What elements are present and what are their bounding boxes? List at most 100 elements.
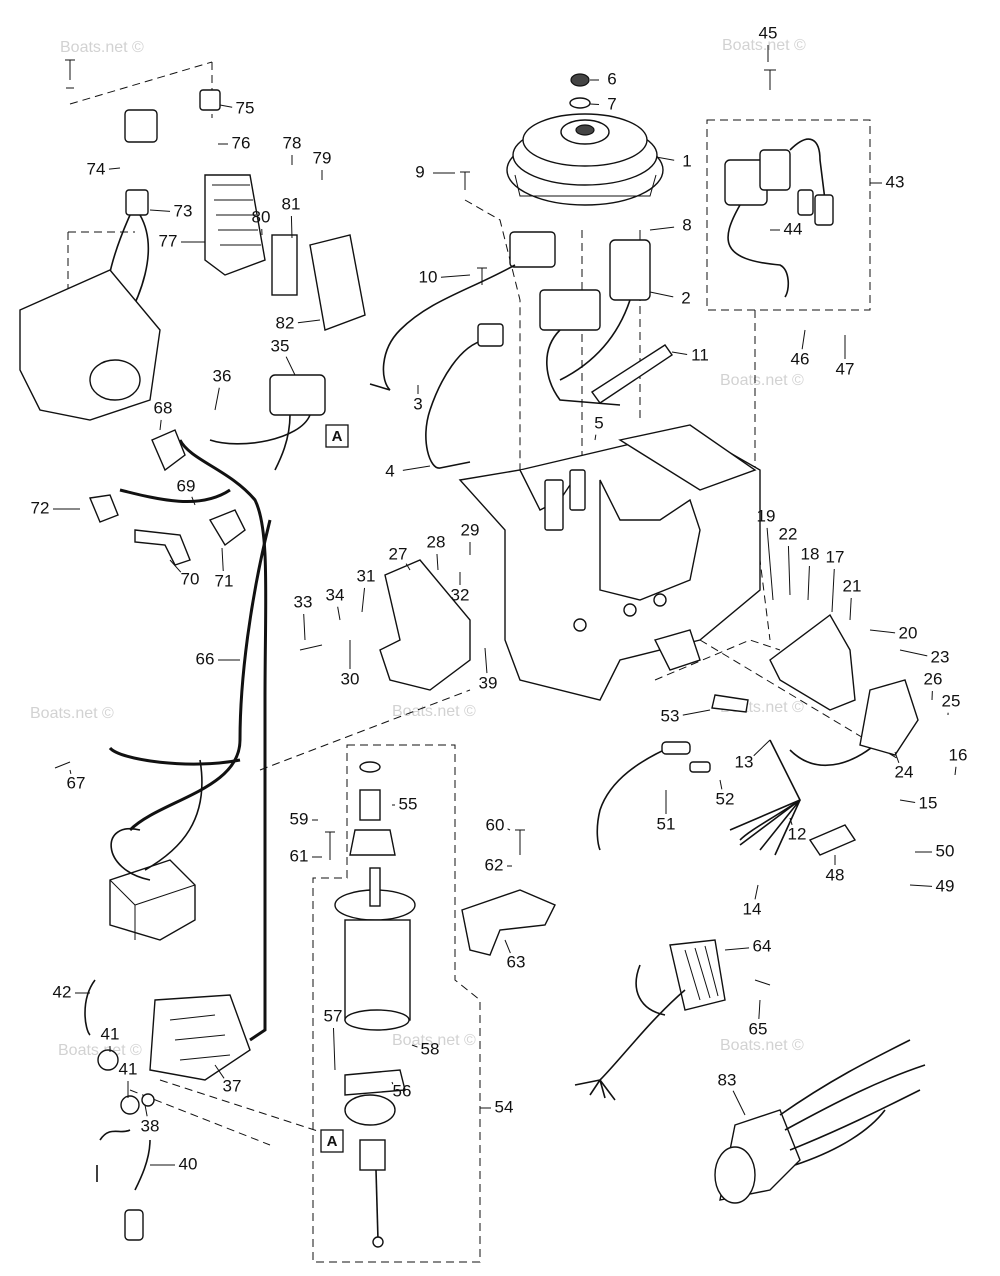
part-number-2: 2	[681, 288, 690, 307]
flywheel-washer	[569, 97, 591, 109]
regulator-cover	[309, 234, 366, 331]
part-number-8: 8	[682, 215, 691, 234]
leader-line-56	[391, 1081, 394, 1085]
leader-line-75	[219, 104, 233, 108]
leader-line-16	[954, 766, 957, 776]
terminal-boot-72	[89, 494, 119, 523]
part-number-3: 3	[413, 394, 422, 413]
part-number-41: 41	[119, 1059, 138, 1078]
part-number-71: 71	[215, 571, 234, 590]
leader-line-28	[436, 553, 439, 571]
part-number-40: 40	[179, 1154, 198, 1173]
part-number-77: 77	[159, 231, 178, 250]
fuse-block	[84, 979, 251, 1241]
part-number-68: 68	[154, 398, 173, 417]
part-number-43: 43	[886, 172, 905, 191]
part-number-82: 82	[276, 313, 295, 332]
leader-line-1	[655, 156, 675, 161]
callout-box-text: A	[332, 428, 343, 445]
part-number-45: 45	[759, 23, 778, 42]
leader-line-11	[671, 351, 688, 355]
part-number-9: 9	[415, 162, 424, 181]
part-number-23: 23	[931, 647, 950, 666]
part-number-59: 59	[290, 809, 309, 828]
part-number-37: 37	[223, 1076, 242, 1095]
leader-line-70	[169, 559, 182, 573]
terminal-boot-68	[151, 429, 186, 472]
leader-line-81	[290, 215, 293, 239]
part-number-10: 10	[419, 267, 438, 286]
starter-brush-holder	[344, 1069, 406, 1248]
part-number-70: 70	[181, 569, 200, 588]
part-number-81: 81	[282, 194, 301, 213]
battery	[109, 759, 203, 941]
part-number-79: 79	[313, 148, 332, 167]
part-number-76: 76	[232, 133, 251, 152]
bolt-leader-dash	[69, 61, 213, 105]
part-number-34: 34	[326, 585, 345, 604]
leader-line-8	[649, 226, 675, 231]
part-number-41: 41	[101, 1024, 120, 1043]
leader-line-34	[337, 606, 341, 621]
leader-line-82	[297, 319, 321, 324]
part-number-16: 16	[949, 745, 968, 764]
part-number-17: 17	[826, 547, 845, 566]
sensor-53	[711, 694, 749, 713]
leader-line-83	[732, 1090, 746, 1116]
part-number-46: 46	[791, 349, 810, 368]
battery-lead-69	[119, 488, 231, 503]
lead-wire-4	[425, 323, 504, 469]
watermark: Boats.net ©	[722, 37, 806, 54]
leader-line-27	[405, 563, 411, 571]
leader-line-63	[504, 939, 511, 954]
part-number-12: 12	[788, 824, 807, 843]
leader-line-24	[894, 751, 900, 764]
watermark: Boats.net ©	[30, 705, 114, 722]
leader-line-69	[191, 496, 196, 506]
part-number-48: 48	[826, 865, 845, 884]
leader-line-13	[753, 739, 771, 757]
part-number-78: 78	[283, 133, 302, 152]
part-number-27: 27	[389, 544, 408, 563]
flywheel	[506, 113, 664, 206]
part-number-61: 61	[290, 846, 309, 865]
part-number-74: 74	[87, 159, 106, 178]
leader-lines	[53, 45, 957, 1166]
part-number-38: 38	[141, 1116, 160, 1135]
leader-line-67	[69, 769, 72, 774]
regulator-gasket	[271, 234, 298, 296]
part-number-54: 54	[495, 1097, 514, 1116]
part-number-20: 20	[899, 623, 918, 642]
part-number-14: 14	[743, 899, 762, 918]
leader-line-33	[303, 613, 306, 641]
leader-line-5	[594, 434, 597, 441]
leader-line-60	[507, 828, 511, 831]
leader-line-58	[411, 1044, 418, 1048]
part-number-58: 58	[421, 1039, 440, 1058]
leader-line-14	[754, 884, 759, 900]
part-number-6: 6	[607, 69, 616, 88]
leader-line-71	[221, 547, 224, 572]
callout-box-text: A	[327, 1133, 338, 1150]
rectifier-regulator	[204, 174, 266, 276]
part-number-83: 83	[718, 1070, 737, 1089]
part-number-69: 69	[177, 476, 196, 495]
part-number-25: 25	[942, 691, 961, 710]
part-number-15: 15	[919, 793, 938, 812]
callout-box-a-lower: A	[320, 1129, 344, 1153]
part-number-33: 33	[294, 592, 313, 611]
mounting-bracket	[379, 559, 471, 691]
harness-leader-dash	[654, 639, 781, 681]
watermark: Boats.net ©	[392, 703, 476, 720]
starter-to-block-dash	[259, 689, 471, 771]
switch-box-24	[859, 679, 919, 756]
part-number-44: 44	[784, 219, 803, 238]
part-number-56: 56	[393, 1081, 412, 1100]
part-number-28: 28	[427, 532, 446, 551]
leader-line-10	[440, 274, 471, 278]
ignition-coil	[724, 138, 834, 298]
power-head-block	[458, 424, 761, 701]
leader-line-38	[144, 1104, 148, 1117]
part-number-21: 21	[843, 576, 862, 595]
